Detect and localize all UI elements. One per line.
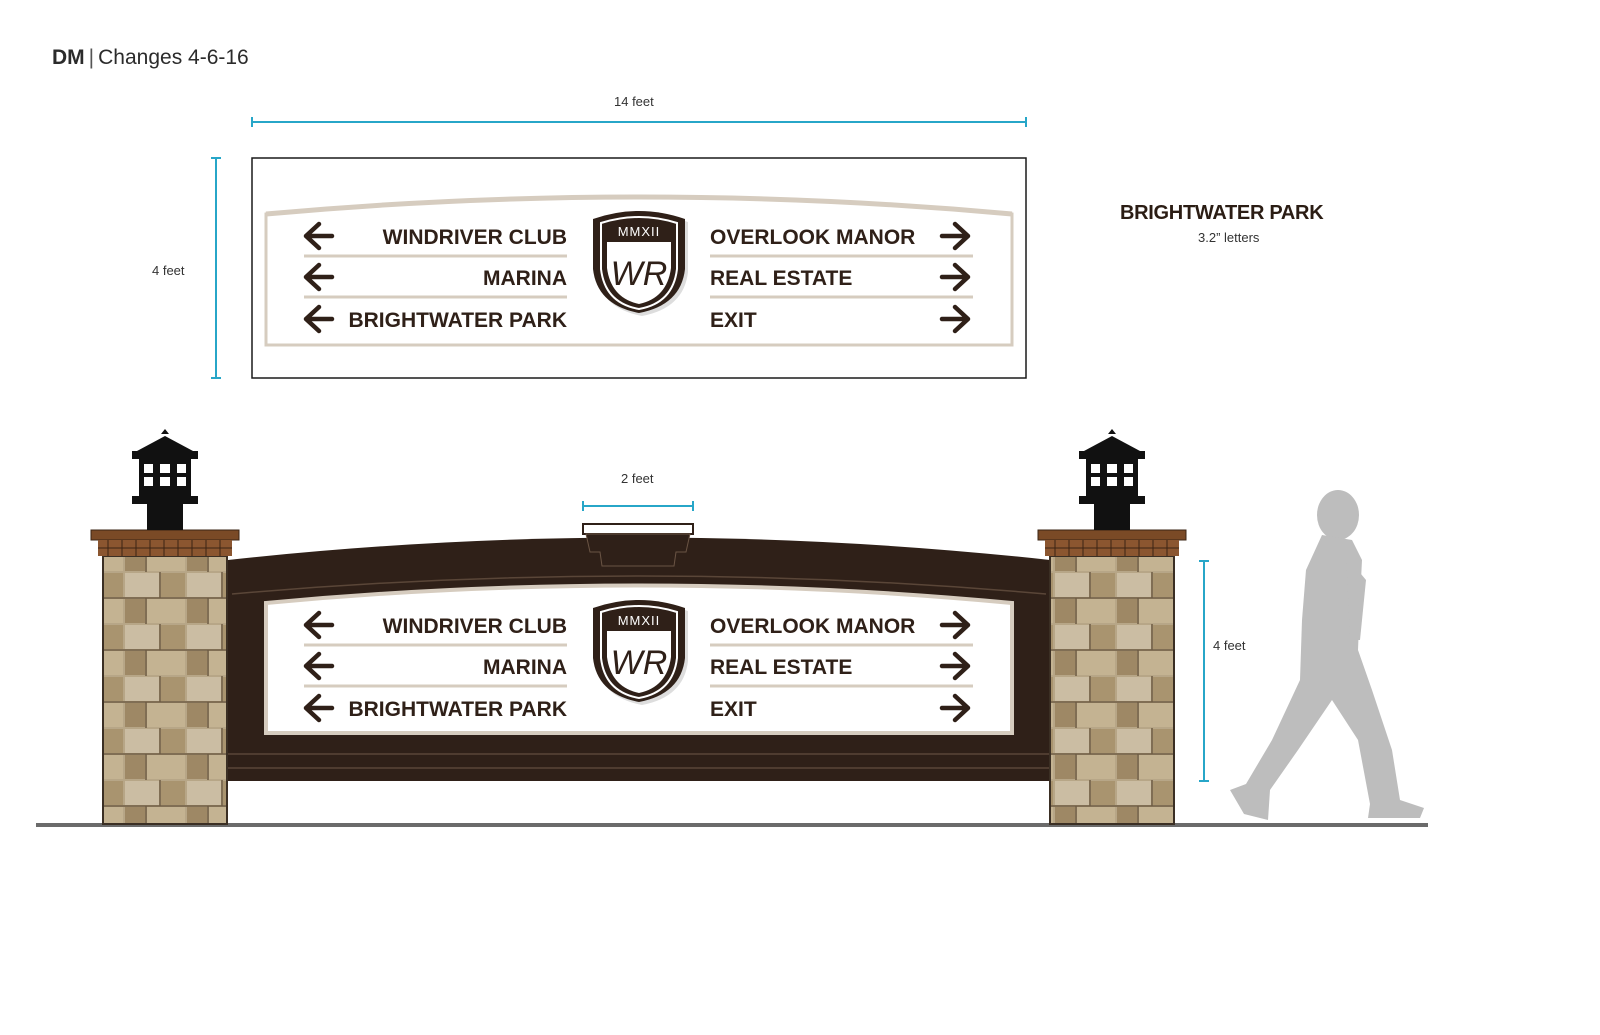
dimension-label-height-top: 4 feet [152, 263, 185, 278]
emblem-year: MMXII [618, 224, 661, 239]
letter-spec-subtitle: 3.2” letters [1198, 230, 1260, 245]
dimension-label-cap: 2 feet [621, 471, 654, 486]
left-destination-label: WINDRIVER CLUB [383, 615, 567, 638]
arrow-left-icon [303, 262, 335, 292]
arrow-right-icon [939, 610, 971, 640]
emblem-monogram: WR [611, 255, 668, 293]
left-pillar [90, 529, 240, 825]
lantern-icon [132, 429, 198, 530]
sign-face-top: WINDRIVER CLUB OVERLOOK MANOR MARINA REAL E… [303, 211, 973, 334]
header-title: Changes 4-6-16 [98, 46, 249, 69]
right-destination-label: OVERLOOK MANOR [710, 226, 915, 249]
left-destination-label: MARINA [483, 267, 567, 290]
right-pillar [1037, 529, 1187, 825]
emblem-monogram: WR [611, 644, 668, 682]
emblem-shield: MMXII WR [593, 211, 688, 316]
arrow-left-icon [303, 651, 335, 681]
arrow-left-icon [303, 221, 335, 251]
right-destination-label: EXIT [710, 309, 757, 332]
emblem-year: MMXII [618, 613, 661, 628]
page-header: DM|Changes 4-6-16 [52, 46, 249, 70]
arrow-right-icon [939, 651, 971, 681]
arrow-left-icon [303, 610, 335, 640]
emblem-shield: MMXII WR [593, 600, 688, 705]
arrow-right-icon [939, 262, 971, 292]
left-destination-label: BRIGHTWATER PARK [348, 309, 567, 332]
arrow-right-icon [939, 693, 971, 723]
left-destination-label: BRIGHTWATER PARK [348, 698, 567, 721]
right-destination-label: REAL ESTATE [710, 267, 852, 290]
right-destination-label: OVERLOOK MANOR [710, 615, 915, 638]
center-cap [582, 523, 694, 567]
right-destination-label: REAL ESTATE [710, 656, 852, 679]
right-destination-label: EXIT [710, 698, 757, 721]
walking-person-icon [1230, 490, 1424, 820]
sign-content: WINDRIVER CLUB OVERLOOK MANOR MARINA REAL E… [303, 211, 973, 723]
dimension-label-height-bottom: 4 feet [1213, 638, 1246, 653]
dimension-lines [211, 117, 1209, 782]
left-destination-label: WINDRIVER CLUB [383, 226, 567, 249]
arrow-left-icon [303, 304, 335, 334]
arrow-right-icon [939, 221, 971, 251]
lantern-icon [1079, 429, 1145, 530]
letter-spec-title: BRIGHTWATER PARK [1120, 202, 1324, 224]
left-destination-label: MARINA [483, 656, 567, 679]
sign-face-monument: WINDRIVER CLUB OVERLOOK MANOR MARINA REAL E… [303, 600, 973, 723]
arrow-right-icon [939, 304, 971, 334]
dimension-label-width: 14 feet [614, 94, 654, 109]
header-code: DM [52, 46, 85, 69]
header-separator: | [88, 46, 95, 69]
arrow-left-icon [303, 693, 335, 723]
